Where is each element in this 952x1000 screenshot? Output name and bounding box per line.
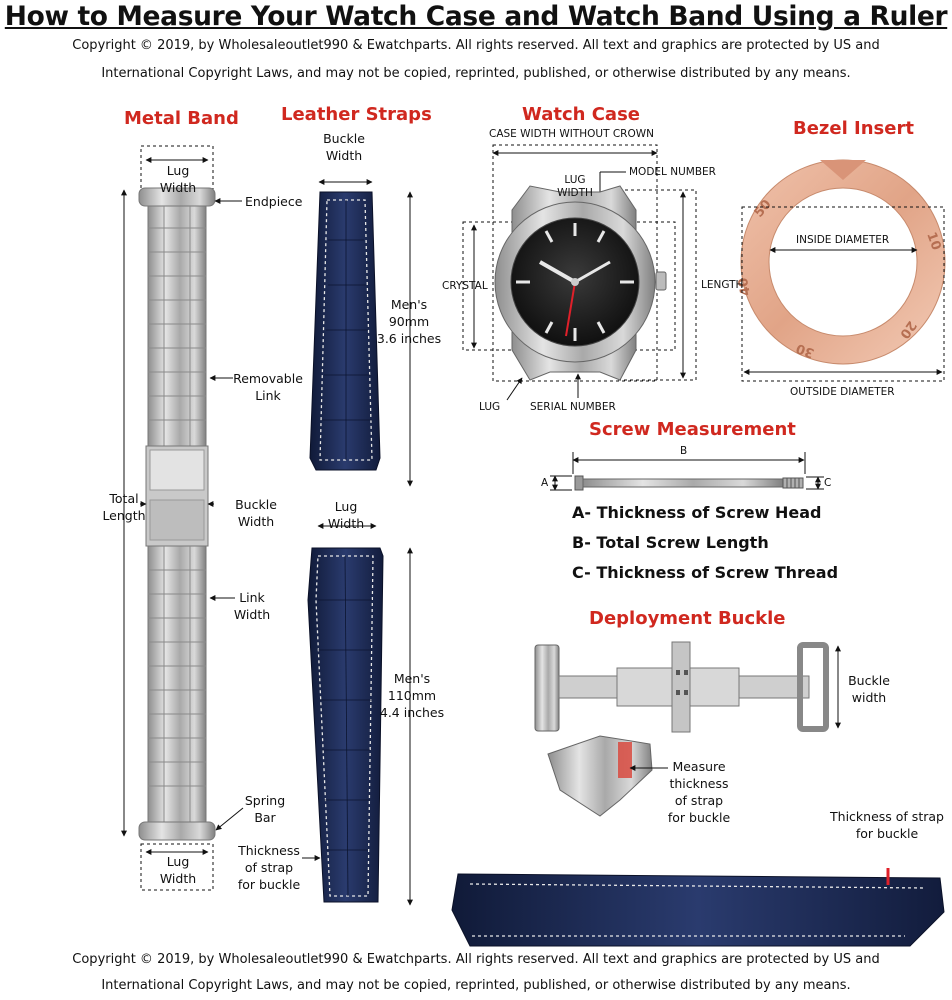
copyright-line-1: Copyright © 2019, by Wholesaleoutlet990 … <box>72 38 880 53</box>
metal-band-illustration <box>121 145 244 891</box>
metal-lug-width-bottom-label: Lug Width <box>159 854 197 886</box>
screw-illustration <box>550 452 824 491</box>
svg-text:10: 10 <box>923 230 943 252</box>
model-number-label: MODEL NUMBER <box>629 166 716 178</box>
link-width-label: Link Width <box>233 590 271 622</box>
metal-buckle-width-label: Buckle Width <box>235 497 277 529</box>
copyright-bottom-line-2: International Copyright Laws, and may no… <box>101 978 851 993</box>
watch-case-illustration <box>462 144 697 401</box>
copyright-line-2: International Copyright Laws, and may no… <box>101 66 851 81</box>
bezel-insert-heading: Bezel Insert <box>793 118 914 139</box>
leather-straps-illustration <box>302 179 413 906</box>
deployment-buckle-illustration <box>534 641 841 817</box>
case-lug-width-label: LUG WIDTH <box>557 174 593 199</box>
length-label: LENGTH <box>701 279 744 291</box>
screw-label-b: B <box>680 445 688 457</box>
crystal-label: CRYSTAL <box>442 280 488 292</box>
spring-bar-label: Spring Bar <box>244 793 286 825</box>
deploy-buckle-width-label: Buckle width <box>848 673 890 705</box>
page-title: How to Measure Your Watch Case and Watch… <box>4 1 948 32</box>
leather-straps-heading: Leather Straps <box>281 104 432 125</box>
strap-short-length-label: Men's 90mm 3.6 inches <box>376 297 442 346</box>
thickness-strap-label: Thickness of strap for buckle <box>830 809 944 841</box>
screw-item-b: B- Total Screw Length <box>572 533 769 552</box>
thickness-strap-illustration <box>451 868 945 947</box>
inside-diameter-label: INSIDE DIAMETER <box>796 234 890 246</box>
metal-lug-width-top-label: Lug Width <box>159 163 197 195</box>
metal-band-heading: Metal Band <box>124 108 239 129</box>
screw-label-a: A <box>541 477 549 489</box>
strap-long-length-label: Men's 110mm 4.4 inches <box>379 671 445 720</box>
outside-diameter-label: OUTSIDE DIAMETER <box>790 386 895 398</box>
removable-link-label: Removable Link <box>233 371 303 403</box>
deployment-buckle-heading: Deployment Buckle <box>589 608 786 629</box>
watch-case-heading: Watch Case <box>522 104 640 125</box>
screw-measurement-heading: Screw Measurement <box>589 419 796 440</box>
total-length-label: Total Length <box>102 491 146 523</box>
bezel-insert-illustration: 50 40 30 20 10 <box>736 159 946 382</box>
lug-label: LUG <box>479 401 501 413</box>
svg-text:40: 40 <box>736 276 754 296</box>
strap-thickness-label: Thickness of strap for buckle <box>237 843 301 892</box>
copyright-bottom-line-1: Copyright © 2019, by Wholesaleoutlet990 … <box>72 952 880 967</box>
svg-text:30: 30 <box>794 340 816 360</box>
screw-item-c: C- Thickness of Screw Thread <box>572 563 839 582</box>
strap-lug-width-label: Lug Width <box>327 499 365 531</box>
endpiece-label: Endpiece <box>245 194 303 209</box>
measure-thickness-label: Measure thickness of strap for buckle <box>667 759 731 825</box>
screw-item-a: A- Thickness of Screw Head <box>572 503 822 522</box>
serial-number-label: SERIAL NUMBER <box>530 401 616 413</box>
screw-label-c: C <box>824 477 832 489</box>
case-width-label: CASE WIDTH WITHOUT CROWN <box>489 128 654 140</box>
strap-buckle-width-label: Buckle Width <box>323 131 365 163</box>
